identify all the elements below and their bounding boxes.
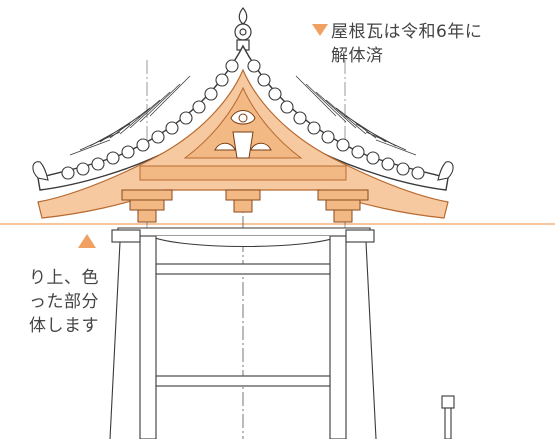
tie-beam — [139, 165, 347, 181]
bracket-sets — [121, 189, 369, 223]
top-note-line2: 解体済 — [331, 46, 384, 66]
removed-roof-tile-note: 屋根瓦は令和6年に 解体済 — [312, 20, 482, 68]
gable-ornament — [214, 110, 272, 159]
triangle-down-icon — [312, 24, 328, 36]
left-eave-ornament — [32, 161, 49, 181]
right-eave-ornament — [437, 161, 454, 181]
left-note-line1: り上、色 — [29, 268, 99, 288]
left-note-line3: 体します — [29, 316, 99, 336]
left-note-line2: った部分 — [29, 292, 99, 312]
roof-tile-ribs — [69, 75, 417, 156]
ridge-finial — [234, 7, 252, 51]
dismantle-section-note: り上、色 った部分 体します — [0, 266, 99, 338]
triangle-up-icon — [78, 234, 96, 248]
gate-frame — [109, 227, 455, 439]
top-note-line1: 屋根瓦は令和6年に — [331, 22, 483, 42]
round-tile-ends — [61, 59, 425, 180]
